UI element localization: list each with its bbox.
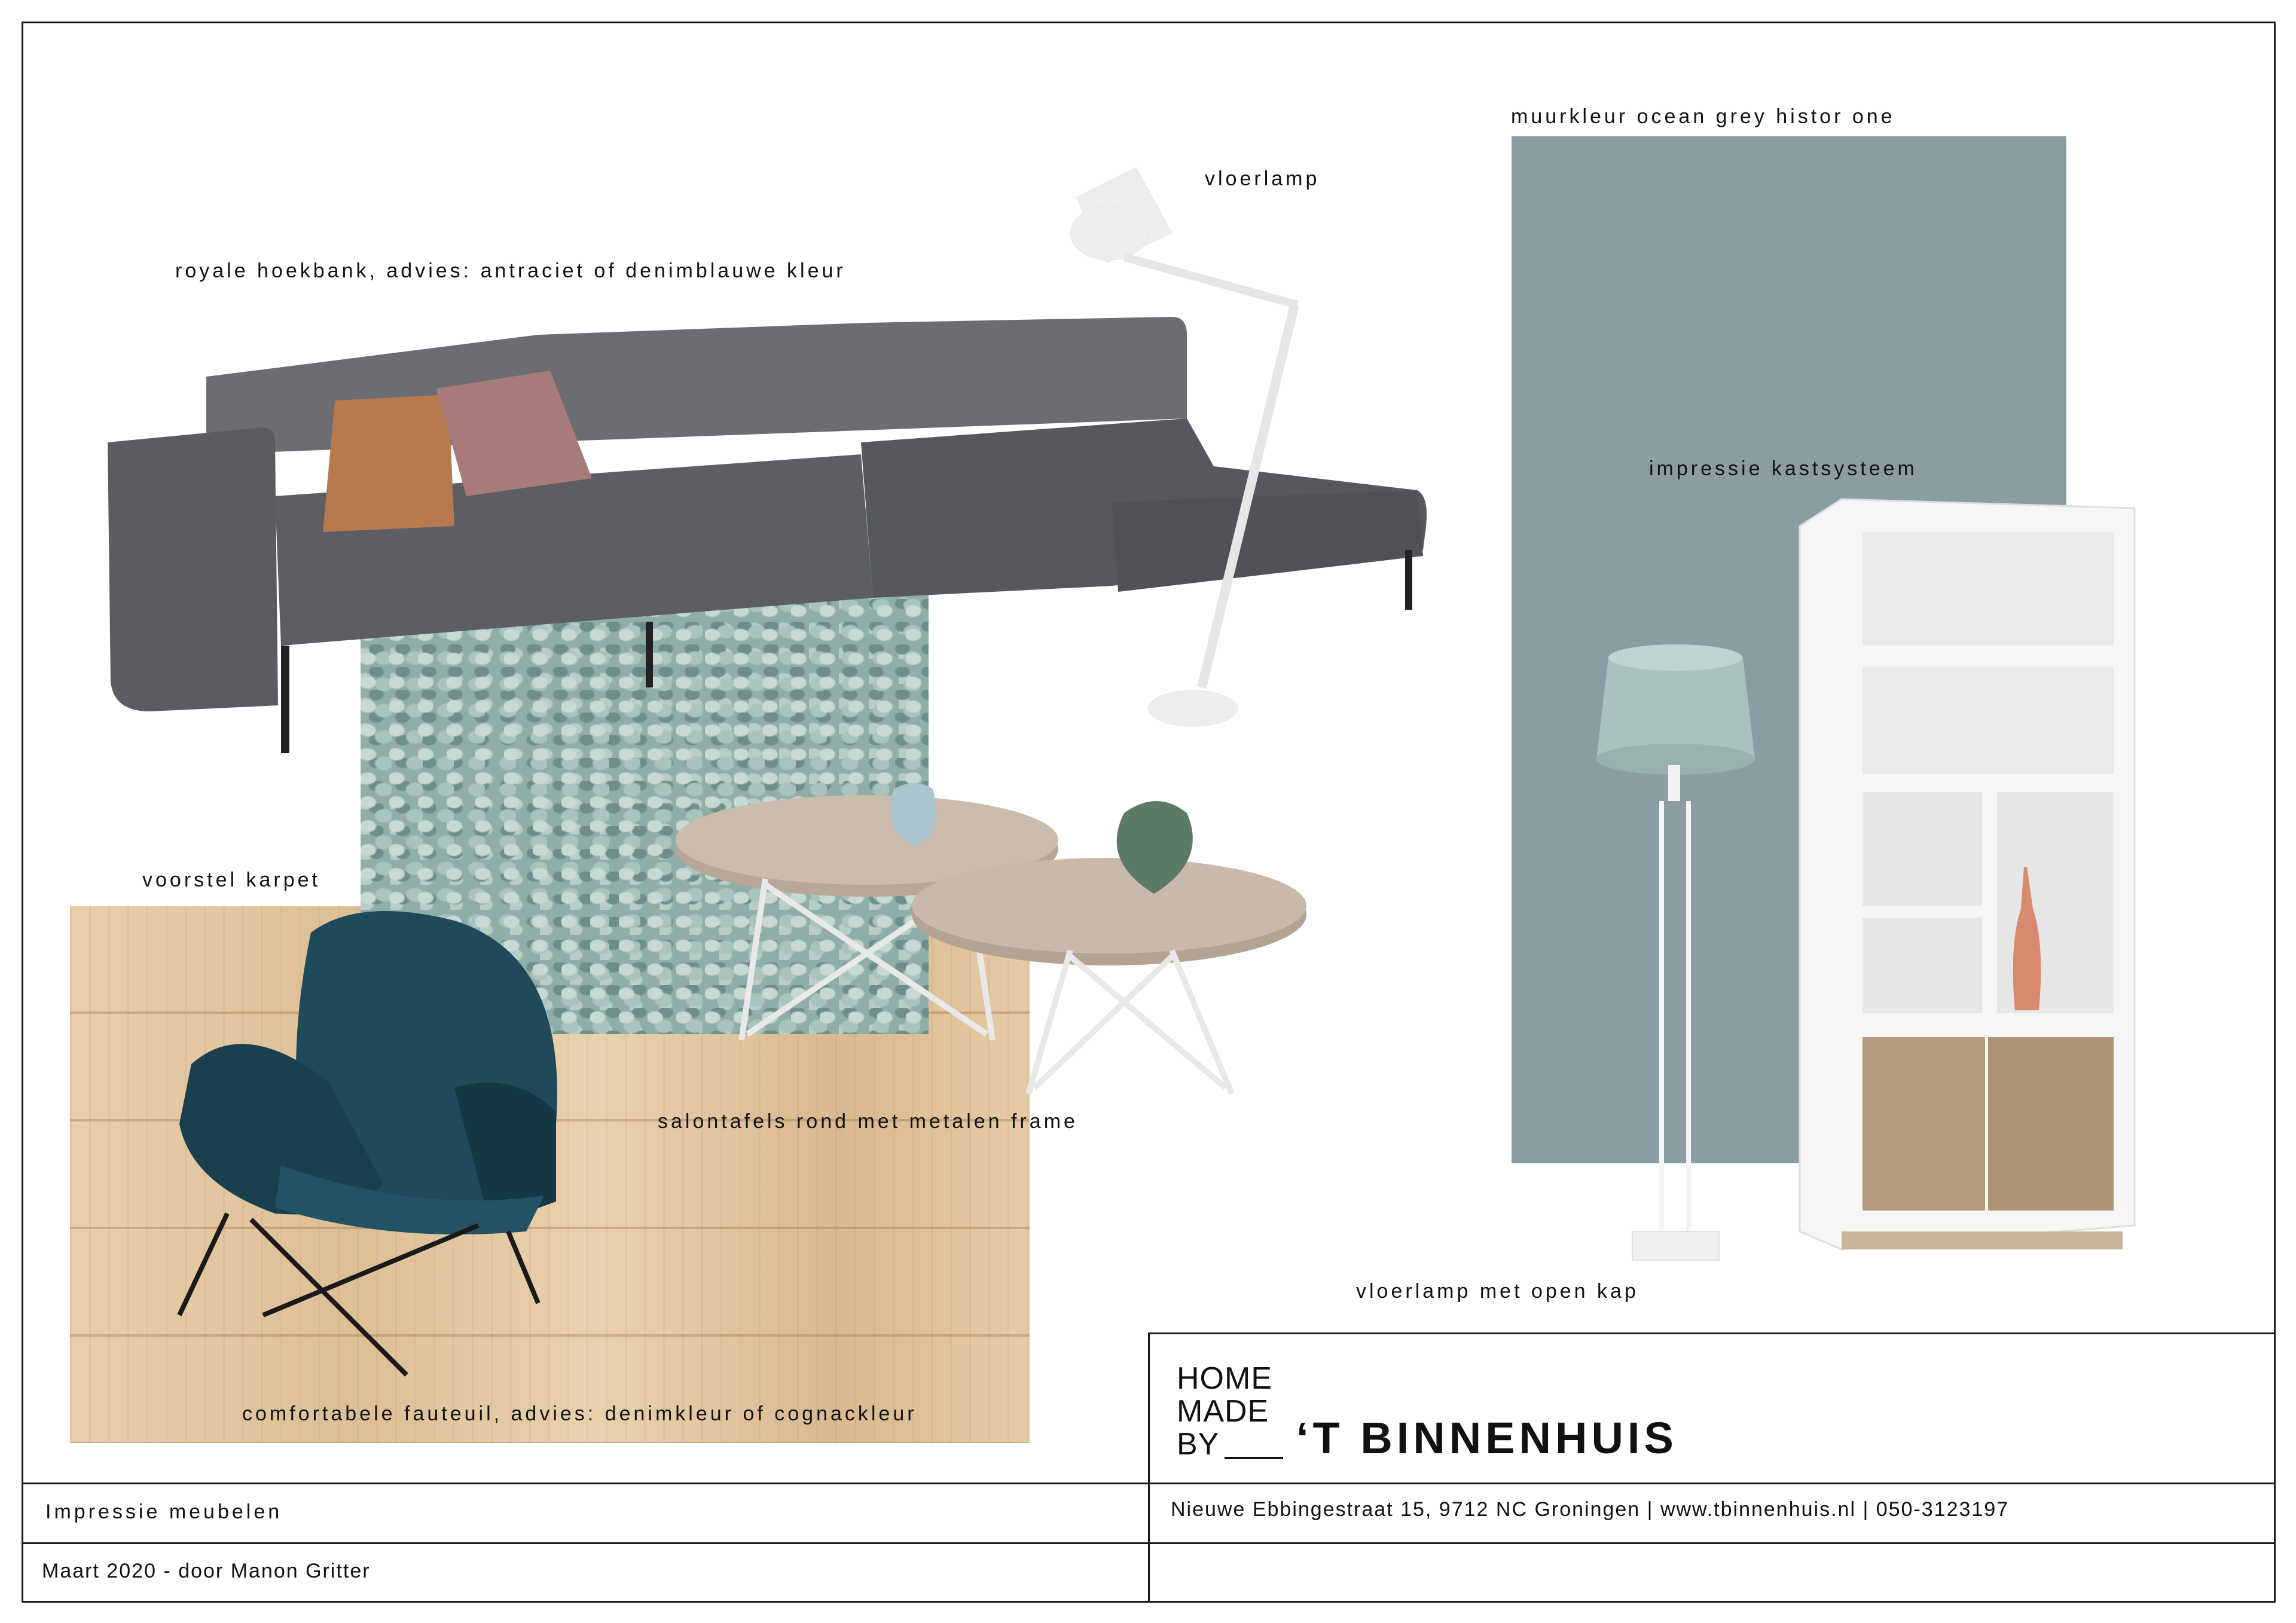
label-cabinet: impressie kastsysteem: [1649, 457, 1918, 480]
armchair-image: [177, 911, 557, 1377]
empty-cell: [1148, 1542, 2276, 1603]
corner-sofa-image: [108, 317, 1427, 753]
label-armchair: comfortabele fauteuil, advies: denimkleu…: [242, 1402, 917, 1425]
logo-home: HOME: [1177, 1361, 1272, 1396]
footer-address: Nieuwe Ebbingestraat 15, 9712 NC Groning…: [1171, 1498, 2010, 1521]
coffee-tables-image: [676, 783, 1306, 1095]
open-shade-lamp-image: [1596, 644, 1755, 1261]
logo-underline: [1225, 1457, 1283, 1459]
label-wall-color: muurkleur ocean grey histor one: [1511, 105, 1895, 128]
label-coffee-tables: salontafels rond met metalen frame: [658, 1110, 1078, 1133]
label-open-lamp: vloerlamp met open kap: [1356, 1280, 1639, 1303]
cabinet-system-image: [1799, 498, 2136, 1251]
label-sofa: royale hoekbank, advies: antraciet of de…: [175, 259, 846, 282]
logo-by: BY: [1177, 1427, 1220, 1462]
floor-lamp-image: [1070, 167, 1299, 727]
label-floor-lamp: vloerlamp: [1205, 167, 1320, 190]
logo-brand-name: ‘T BINNENHUIS: [1296, 1413, 1678, 1463]
footer-title: Impressie meubelen: [45, 1500, 283, 1523]
footer-date-author: Maart 2020 - door Manon Gritter: [42, 1560, 371, 1582]
logo-made: MADE: [1177, 1394, 1269, 1429]
label-rug: voorstel karpet: [142, 869, 320, 891]
